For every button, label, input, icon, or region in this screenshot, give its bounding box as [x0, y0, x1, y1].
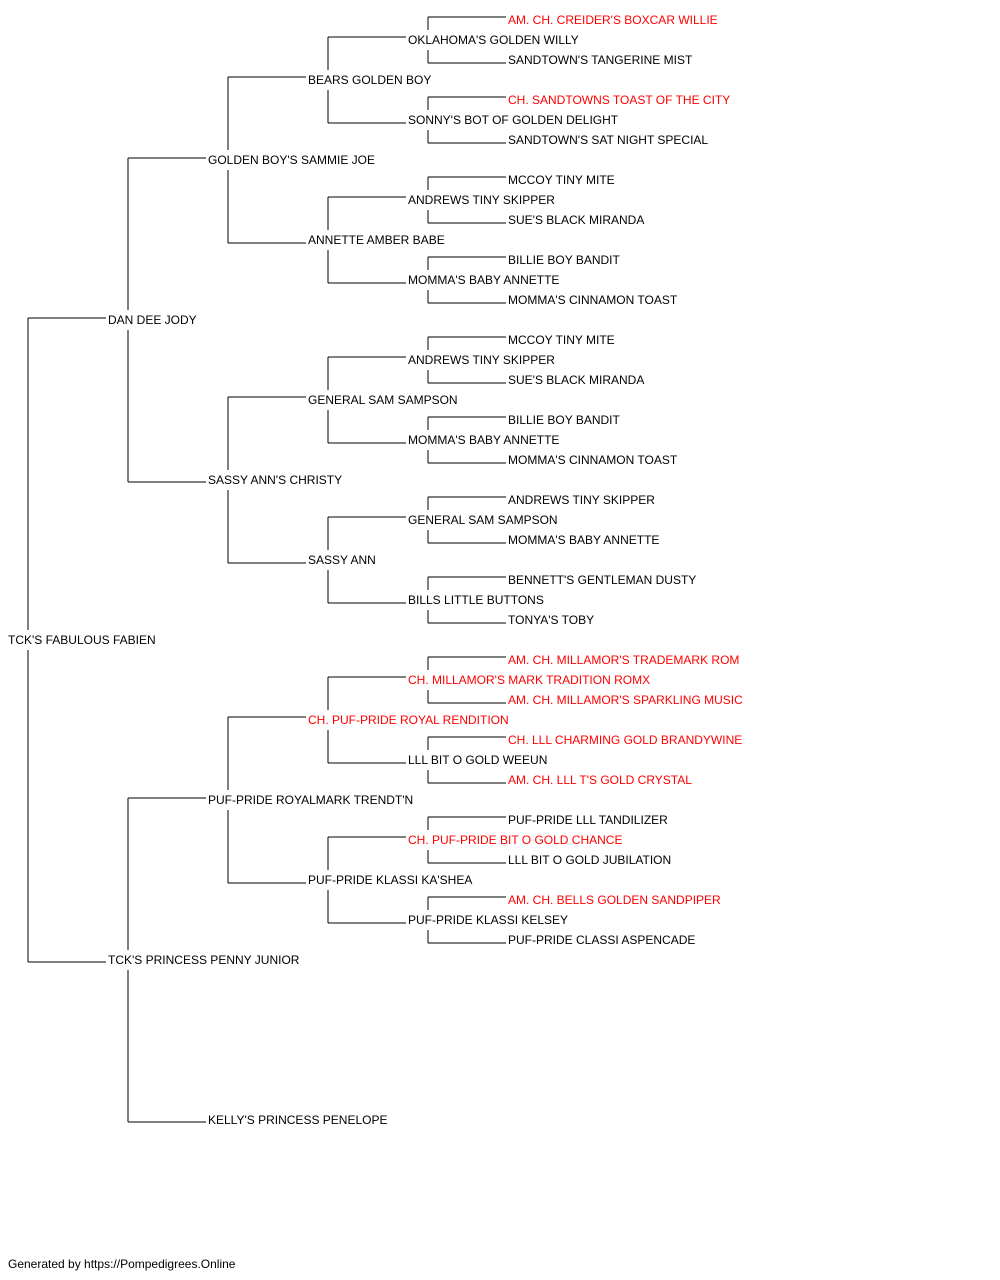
dog-name-sandtown-s-sat-night-special: SANDTOWN'S SAT NIGHT SPECIAL [508, 133, 708, 147]
dog-name-sue-s-black-miranda: SUE'S BLACK MIRANDA [508, 373, 644, 387]
dog-name-tck-s-princess-penny-junior: TCK'S PRINCESS PENNY JUNIOR [108, 953, 300, 967]
dog-name-am-ch-bells-golden-sandpiper: AM. CH. BELLS GOLDEN SANDPIPER [508, 893, 721, 907]
dog-name-mccoy-tiny-mite: MCCOY TINY MITE [508, 173, 615, 187]
dog-name-ch-puf-pride-royal-rendition: CH. PUF-PRIDE ROYAL RENDITION [308, 713, 509, 727]
dog-name-ch-millamor-s-mark-tradition-romx: CH. MILLAMOR'S MARK TRADITION ROMX [408, 673, 650, 687]
dog-name-am-ch-millamor-s-sparkling-music: AM. CH. MILLAMOR'S SPARKLING MUSIC [508, 693, 743, 707]
dog-name-puf-pride-lll-tandilizer: PUF-PRIDE LLL TANDILIZER [508, 813, 668, 827]
dog-name-billie-boy-bandit: BILLIE BOY BANDIT [508, 253, 620, 267]
dog-name-am-ch-creider-s-boxcar-willie: AM. CH. CREIDER'S BOXCAR WILLIE [508, 13, 718, 27]
dog-name-tck-s-fabulous-fabien: TCK'S FABULOUS FABIEN [8, 633, 156, 647]
dog-name-oklahoma-s-golden-willy: OKLAHOMA'S GOLDEN WILLY [408, 33, 579, 47]
dog-name-am-ch-millamor-s-trademark-rom: AM. CH. MILLAMOR'S TRADEMARK ROM [508, 653, 739, 667]
dog-name-ch-lll-charming-gold-brandywine: CH. LLL CHARMING GOLD BRANDYWINE [508, 733, 742, 747]
dog-name-ch-puf-pride-bit-o-gold-chance: CH. PUF-PRIDE BIT O GOLD CHANCE [408, 833, 622, 847]
dog-name-puf-pride-klassi-ka-shea: PUF-PRIDE KLASSI KA'SHEA [308, 873, 472, 887]
dog-name-puf-pride-klassi-kelsey: PUF-PRIDE KLASSI KELSEY [408, 913, 568, 927]
dog-name-puf-pride-classi-aspencade: PUF-PRIDE CLASSI ASPENCADE [508, 933, 695, 947]
dog-name-general-sam-sampson: GENERAL SAM SAMPSON [308, 393, 458, 407]
dog-name-sassy-ann-s-christy: SASSY ANN'S CHRISTY [208, 473, 342, 487]
footer-credit: Generated by https://Pompedigrees.Online [8, 1257, 236, 1271]
dog-name-puf-pride-royalmark-trendt-n: PUF-PRIDE ROYALMARK TRENDT'N [208, 793, 413, 807]
dog-name-momma-s-cinnamon-toast: MOMMA'S CINNAMON TOAST [508, 453, 678, 467]
dog-name-annette-amber-babe: ANNETTE AMBER BABE [308, 233, 445, 247]
dog-name-kelly-s-princess-penelope: KELLY'S PRINCESS PENELOPE [208, 1113, 387, 1127]
dog-name-sonny-s-bot-of-golden-delight: SONNY'S BOT OF GOLDEN DELIGHT [408, 113, 619, 127]
pedigree-tree: TCK'S FABULOUS FABIEN DAN DEE JODY GOLDEN … [8, 13, 743, 1127]
dog-name-am-ch-lll-t-s-gold-crystal: AM. CH. LLL T'S GOLD CRYSTAL [508, 773, 692, 787]
dog-name-momma-s-baby-annette: MOMMA'S BABY ANNETTE [408, 433, 559, 447]
dog-name-momma-s-baby-annette: MOMMA'S BABY ANNETTE [508, 533, 659, 547]
dog-name-general-sam-sampson: GENERAL SAM SAMPSON [408, 513, 558, 527]
dog-name-bennett-s-gentleman-dusty: BENNETT'S GENTLEMAN DUSTY [508, 573, 696, 587]
dog-name-bills-little-buttons: BILLS LITTLE BUTTONS [408, 593, 544, 607]
dog-name-golden-boy-s-sammie-joe: GOLDEN BOY'S SAMMIE JOE [208, 153, 375, 167]
dog-name-sassy-ann: SASSY ANN [308, 553, 376, 567]
dog-name-momma-s-cinnamon-toast: MOMMA'S CINNAMON TOAST [508, 293, 678, 307]
dog-name-lll-bit-o-gold-jubilation: LLL BIT O GOLD JUBILATION [508, 853, 671, 867]
dog-name-andrews-tiny-skipper: ANDREWS TINY SKIPPER [508, 493, 655, 507]
dog-name-tonya-s-toby: TONYA'S TOBY [508, 613, 594, 627]
dog-name-andrews-tiny-skipper: ANDREWS TINY SKIPPER [408, 353, 555, 367]
dog-name-sue-s-black-miranda: SUE'S BLACK MIRANDA [508, 213, 644, 227]
dog-name-billie-boy-bandit: BILLIE BOY BANDIT [508, 413, 620, 427]
dog-name-ch-sandtowns-toast-of-the-city: CH. SANDTOWNS TOAST OF THE CITY [508, 93, 730, 107]
dog-name-lll-bit-o-gold-weeun: LLL BIT O GOLD WEEUN [408, 753, 547, 767]
dog-name-mccoy-tiny-mite: MCCOY TINY MITE [508, 333, 615, 347]
dog-name-andrews-tiny-skipper: ANDREWS TINY SKIPPER [408, 193, 555, 207]
dog-name-sandtown-s-tangerine-mist: SANDTOWN'S TANGERINE MIST [508, 53, 693, 67]
dog-name-bears-golden-boy: BEARS GOLDEN BOY [308, 73, 431, 87]
dog-name-dan-dee-jody: DAN DEE JODY [108, 313, 197, 327]
dog-name-momma-s-baby-annette: MOMMA'S BABY ANNETTE [408, 273, 559, 287]
